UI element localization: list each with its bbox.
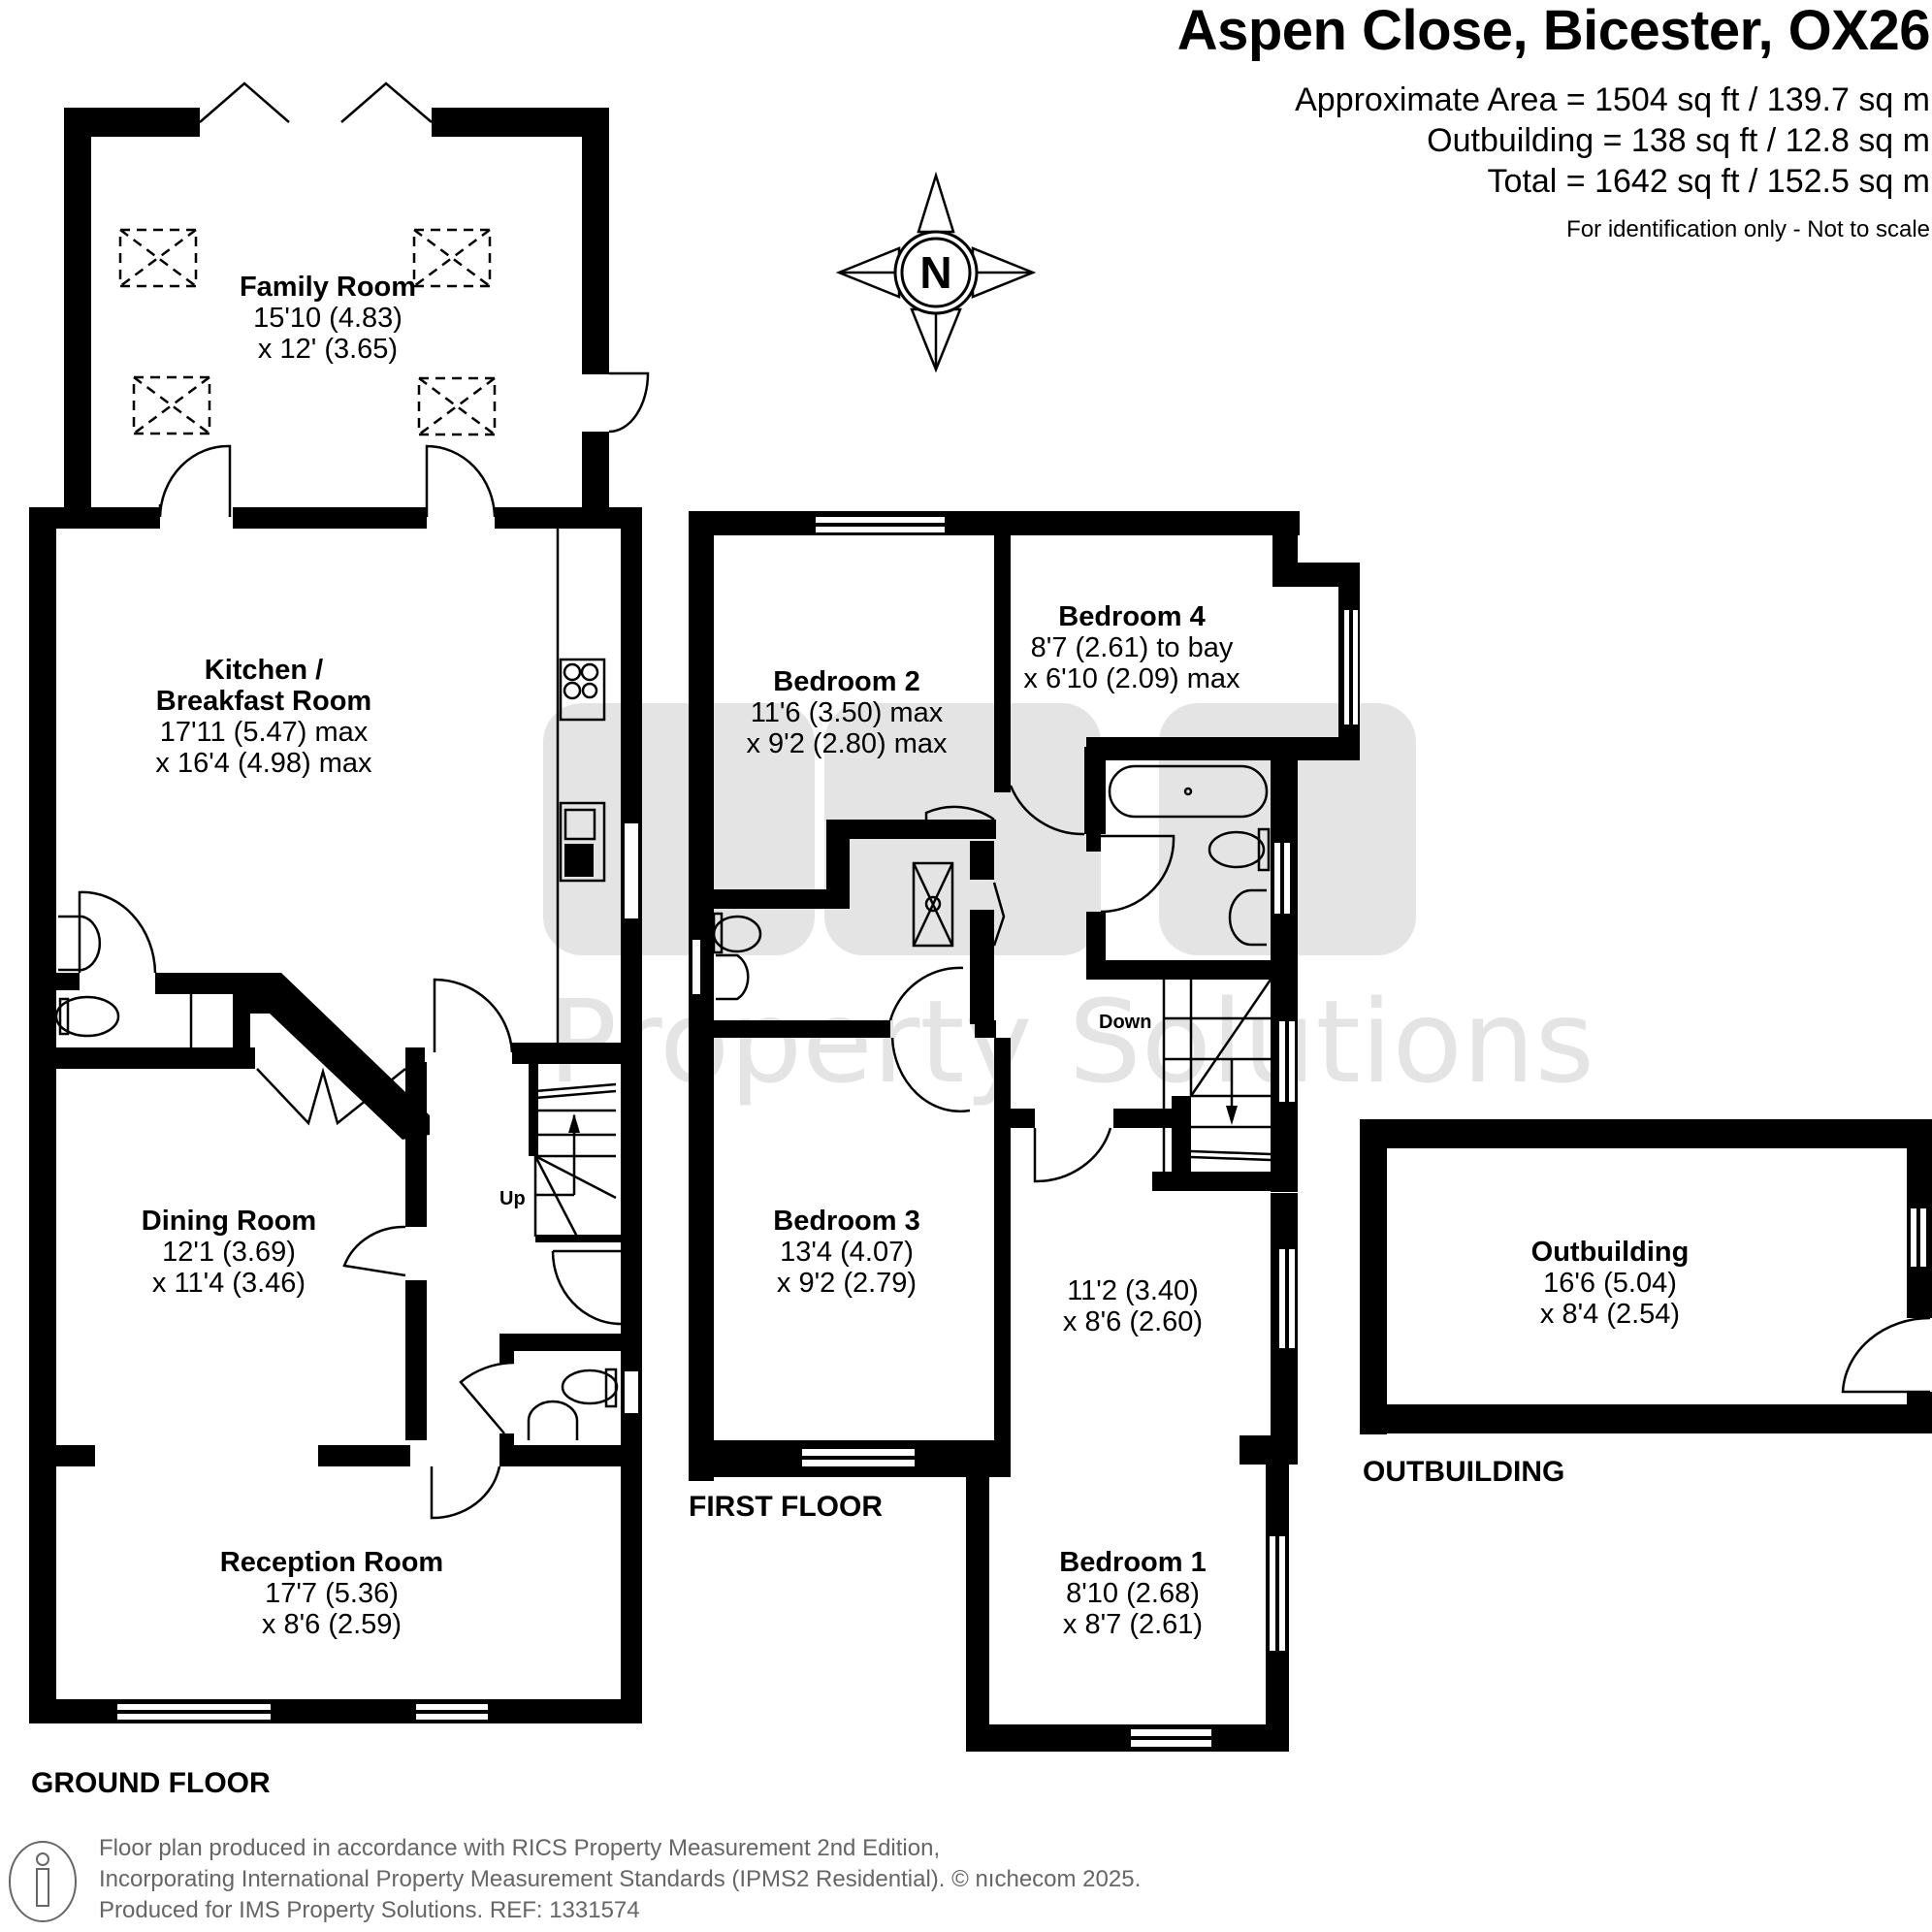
footer: Floor plan produced in accordance with R… xyxy=(99,1833,1141,1926)
hob-icon xyxy=(559,658,606,722)
staircase-icon xyxy=(529,1064,623,1242)
compass-rose-icon: N xyxy=(835,171,1037,373)
room-label-bedroom-2: Bedroom 2 11'6 (3.50) max x 9'2 (2.80) m… xyxy=(746,666,948,759)
room-label-reception-room: Reception Room 17'7 (5.36) x 8'6 (2.59) xyxy=(220,1547,443,1640)
room-label-kitchen: Kitchen / Breakfast Room 17'11 (5.47) ma… xyxy=(155,655,372,779)
svg-text:Bedroom 1: Bedroom 1 xyxy=(1059,1547,1206,1578)
svg-text:x 8'6 (2.59): x 8'6 (2.59) xyxy=(262,1609,402,1640)
door-icon xyxy=(459,1361,515,1434)
ground-floor-plan: Up xyxy=(29,81,650,1723)
svg-text:16'6 (5.04): 16'6 (5.04) xyxy=(1543,1268,1677,1299)
approximate-area: Approximate Area = 1504 sq ft / 139.7 sq… xyxy=(1295,81,1930,118)
disclaimer: For identification only - Not to scale xyxy=(1566,216,1930,242)
door-icon xyxy=(890,1037,971,1113)
svg-text:Breakfast Room: Breakfast Room xyxy=(156,686,371,717)
svg-text:x 9'2 (2.79): x 9'2 (2.79) xyxy=(777,1268,917,1299)
svg-text:13'4 (4.07): 13'4 (4.07) xyxy=(780,1237,914,1268)
svg-text:12'1 (3.69): 12'1 (3.69) xyxy=(162,1237,296,1268)
door-icon xyxy=(1033,1127,1112,1183)
door-icon xyxy=(158,444,232,518)
svg-text:Bedroom 3: Bedroom 3 xyxy=(773,1206,919,1237)
svg-text:x 6'10 (2.09) max: x 6'10 (2.09) max xyxy=(1023,663,1240,694)
door-icon xyxy=(342,1225,406,1277)
door-icon xyxy=(1841,1316,1931,1394)
svg-text:Kitchen /: Kitchen / xyxy=(205,655,323,686)
footer-line-2: Incorporating International Property Mea… xyxy=(99,1866,1142,1892)
ensuite-toilet-basin-icon xyxy=(712,912,762,1001)
total-area: Total = 1642 sq ft / 152.5 sq m xyxy=(1487,163,1930,200)
wc-basin-icon xyxy=(54,915,120,1038)
svg-text:17'11 (5.47) max: 17'11 (5.47) max xyxy=(160,717,369,748)
sink-icon xyxy=(559,801,606,883)
room-label-bedroom-1: 11'2 (3.40) x 8'6 (2.60) Bedroom 1 8'10 … xyxy=(1059,1275,1206,1640)
bath-icon xyxy=(1108,764,1269,819)
door-icon xyxy=(1009,785,1085,836)
footer-line-1: Floor plan produced in accordance with R… xyxy=(99,1835,941,1861)
compass-north-label: N xyxy=(919,247,951,298)
watermark-text: Property Solutions xyxy=(548,975,1594,1109)
svg-text:11'2 (3.40): 11'2 (3.40) xyxy=(1067,1275,1199,1306)
svg-text:x 16'4 (4.98) max: x 16'4 (4.98) max xyxy=(155,748,372,779)
svg-text:15'10 (4.83): 15'10 (4.83) xyxy=(253,303,402,334)
info-person-icon xyxy=(9,1841,77,1922)
ground-floor-label: GROUND FLOOR xyxy=(31,1767,271,1799)
door-icon xyxy=(888,966,964,1021)
shower-icon xyxy=(912,861,954,948)
svg-text:Reception Room: Reception Room xyxy=(220,1547,443,1578)
svg-text:x 11'4 (3.46): x 11'4 (3.46) xyxy=(152,1268,306,1299)
first-floor-plan: Down xyxy=(689,511,1360,1752)
room-label-dining-room: Dining Room 12'1 (3.69) x 11'4 (3.46) xyxy=(142,1206,316,1299)
svg-text:x 8'6 (2.60): x 8'6 (2.60) xyxy=(1063,1306,1203,1337)
svg-text:Family Room: Family Room xyxy=(240,272,416,303)
toilet-basin-icon xyxy=(527,1368,619,1440)
room-label-bedroom-4: Bedroom 4 8'7 (2.61) to bay x 6'10 (2.09… xyxy=(1023,601,1240,694)
first-floor-label: FIRST FLOOR xyxy=(689,1491,883,1523)
svg-text:x 8'7 (2.61): x 8'7 (2.61) xyxy=(1063,1609,1203,1640)
svg-text:8'10 (2.68): 8'10 (2.68) xyxy=(1066,1578,1200,1609)
door-icon xyxy=(433,978,514,1053)
svg-text:8'7 (2.61) to bay: 8'7 (2.61) to bay xyxy=(1031,632,1234,663)
svg-text:17'7 (5.36): 17'7 (5.36) xyxy=(265,1578,399,1609)
svg-text:Dining Room: Dining Room xyxy=(142,1206,316,1237)
svg-text:x 9'2 (2.80) max: x 9'2 (2.80) max xyxy=(746,728,948,759)
stairs-up-label: Up xyxy=(499,1188,526,1209)
outbuilding-plan xyxy=(1360,1119,1932,1434)
skylight-icon xyxy=(118,228,497,436)
door-icon xyxy=(924,805,995,821)
outbuilding-area: Outbuilding = 138 sq ft / 12.8 sq m xyxy=(1427,122,1930,159)
room-label-family-room: Family Room 15'10 (4.83) x 12' (3.65) xyxy=(240,272,416,365)
svg-text:x 12' (3.65): x 12' (3.65) xyxy=(258,334,398,365)
svg-text:x 8'4 (2.54): x 8'4 (2.54) xyxy=(1540,1299,1680,1330)
door-icon xyxy=(430,1465,501,1520)
door-icon xyxy=(78,890,157,974)
door-icon xyxy=(1100,834,1175,914)
svg-text:Outbuilding: Outbuilding xyxy=(1531,1237,1690,1268)
footer-line-3: Produced for IMS Property Solutions. REF… xyxy=(99,1897,640,1923)
stairs-down-label: Down xyxy=(1099,1012,1151,1033)
svg-text:11'6 (3.50) max: 11'6 (3.50) max xyxy=(751,697,944,728)
room-label-bedroom-3: Bedroom 3 13'4 (4.07) x 9'2 (2.79) xyxy=(773,1206,919,1299)
door-icon xyxy=(551,1249,622,1326)
bathroom-toilet-basin-icon xyxy=(1208,827,1271,947)
staircase-icon xyxy=(1162,979,1272,1178)
svg-text:Bedroom 2: Bedroom 2 xyxy=(773,666,919,697)
outbuilding-label: OUTBUILDING xyxy=(1363,1456,1564,1488)
room-label-outbuilding: Outbuilding 16'6 (5.04) x 8'4 (2.54) xyxy=(1531,1237,1690,1330)
door-icon xyxy=(992,882,1006,947)
door-icon xyxy=(425,444,497,518)
svg-text:Bedroom 4: Bedroom 4 xyxy=(1058,601,1205,632)
property-title: Aspen Close, Bicester, OX26 xyxy=(1176,0,1931,62)
door-icon xyxy=(608,371,650,434)
